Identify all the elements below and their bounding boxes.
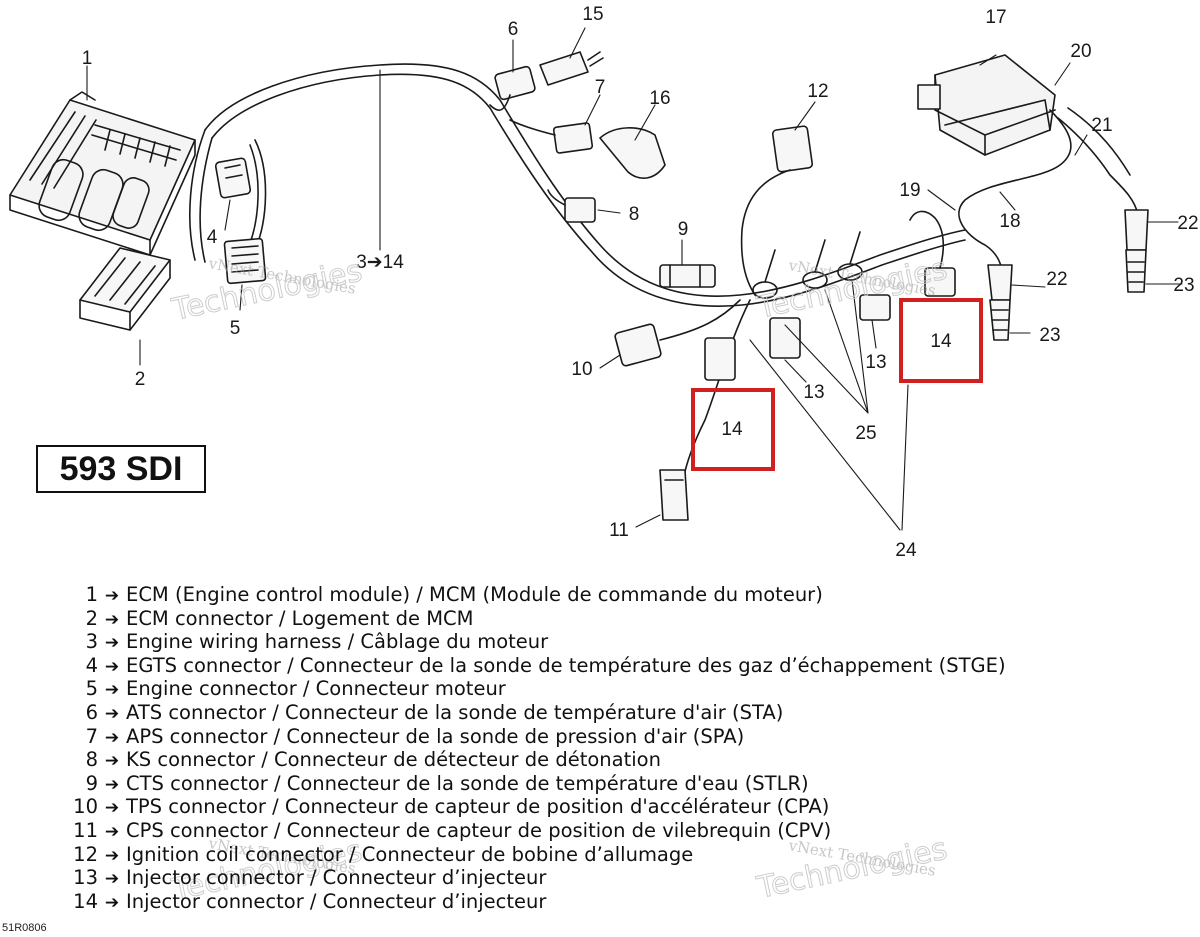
callout-22b: 22 [1177,213,1198,234]
callout-21: 21 [1091,115,1112,136]
callout-22a: 22 [1046,269,1067,290]
tps-connector [614,323,662,367]
callout-23a: 23 [1039,325,1060,346]
legend-item-7: 7➔APS connector / Connecteur de la sonde… [85,724,745,748]
callout-12: 12 [807,81,828,102]
legend-item-14: 14➔Injector connector / Connecteur d’inj… [73,889,547,913]
callout-11: 11 [609,520,629,541]
leader-lines [86,27,1183,531]
engine-connector [223,237,267,285]
legend-item-11: 11➔CPS connector / Connecteur de capteur… [73,818,832,842]
engine-wiring-harness [189,63,966,481]
callout-6: 6 [508,19,519,40]
ignition-coil-connector [740,125,814,296]
callout-19: 19 [899,180,920,201]
ats-sensor [539,51,604,86]
injector-connector-13b [859,294,891,321]
highlight-box-14-right [899,298,983,383]
aps-sensor [599,127,666,179]
callout-17: 17 [985,7,1006,28]
callout-23b: 23 [1173,275,1194,296]
spark-plug-cap-front [987,264,1013,301]
callout-13a: 13 [803,382,824,403]
injector-connector-14b [909,210,956,297]
cts-connector [659,264,716,288]
legend-item-12: 12➔Ignition coil connector / Connecteur … [73,842,694,866]
injector-connector-14a [704,337,736,381]
model-label: 593 SDI [36,445,206,493]
callout-24: 24 [895,540,917,561]
injector-connector-13a [769,317,801,359]
callout-14a: 14 [721,419,743,440]
callout-10: 10 [571,359,592,380]
callout-13b: 13 [865,352,886,373]
callout-9: 9 [678,219,689,240]
svg-text:Technologies: Technologies [753,252,950,327]
callout-14b: 14 [930,331,952,352]
callout-15: 15 [582,4,603,25]
legend-list: 1➔ECM (Engine control module) / MCM (Mod… [40,583,1006,913]
ks-connector [547,189,596,223]
spark-plug-front [989,299,1011,341]
callout-5: 5 [230,318,241,339]
legend-item-3: 3➔Engine wiring harness / Câblage du mot… [85,630,549,654]
callout-20: 20 [1070,41,1091,62]
callout-25: 25 [855,423,876,444]
callout-16: 16 [649,88,670,109]
figure-code: 51R0806 [2,922,47,934]
legend-item-4: 4➔EGTS connector / Connecteur de la sond… [85,653,1006,677]
legend-item-1: 1➔ECM (Engine control module) / MCM (Mod… [85,583,823,606]
cps-connector [659,469,689,521]
callout-7: 7 [595,77,606,98]
ignition-coil [917,54,1056,156]
callout-4: 4 [207,227,218,248]
ecm-connector [79,247,171,331]
ats-connector [489,65,536,111]
watermark-top-right: vNext Technologies Technologies [753,251,951,327]
legend-item-6: 6➔ATS connector / Connecteur de la sonde… [85,700,784,724]
callout-1: 1 [82,48,93,69]
highlight-box-14-left [691,388,775,471]
legend-item-13: 13➔Injector connector / Connecteur d’inj… [73,866,547,890]
callout-8: 8 [629,204,640,225]
spark-plug-cap-rear [1124,209,1149,251]
legend-item-5: 5➔Engine connector / Connecteur moteur [85,677,506,701]
ecm-module [9,91,196,256]
aps-connector [509,119,594,154]
legend-item-10: 10➔TPS connector / Connecteur de capteur… [73,795,830,819]
watermark-top-left: vNext Technologies Technologies [168,253,366,329]
legend-item-2: 2➔ECM connector / Logement de MCM [85,606,474,630]
egts-connector [214,157,252,199]
callout-3: 3➔14 [356,252,404,273]
callout-18: 18 [999,211,1020,232]
legend-item-9: 9➔CTS connector / Connecteur de la sonde… [85,771,809,795]
tie-straps [752,231,863,299]
spark-plug-rear [1125,249,1147,293]
legend-item-8: 8➔KS connector / Connecteur de détecteur… [85,748,661,772]
callout-2: 2 [135,369,146,390]
spark-plug-leads [958,107,1139,286]
